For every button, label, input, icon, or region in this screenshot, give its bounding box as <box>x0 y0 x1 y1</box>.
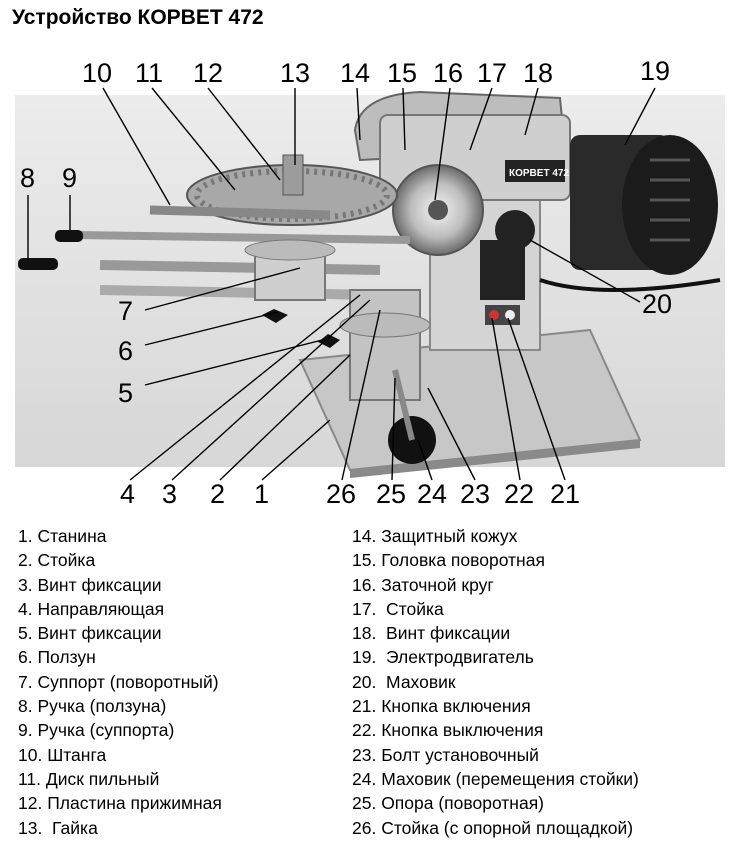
electric-motor <box>539 135 721 292</box>
callout-24: 24 <box>417 479 448 509</box>
legend-item: 24. Маховик (перемещения стойки) <box>352 768 639 789</box>
legend-item: 9. Ручка (суппорта) <box>18 720 175 741</box>
legend-item: 3. Винт фиксации <box>18 574 162 595</box>
legend-item: 26. Стойка (с опорной площадкой) <box>352 817 634 838</box>
callout-7: 7 <box>118 296 134 326</box>
callout-5: 5 <box>118 378 134 408</box>
callout-14: 14 <box>340 58 371 88</box>
legend-item: 22. Кнопка выключения <box>352 720 544 741</box>
legend-item: 25. Опора (поворотная) <box>352 793 545 814</box>
callout-16: 16 <box>433 58 464 88</box>
callout-11: 11 <box>135 58 164 88</box>
callout-3: 3 <box>162 479 178 509</box>
legend-item: 16. Заточной круг <box>352 574 494 595</box>
carriage <box>244 239 340 348</box>
legend-item: 13. Гайка <box>18 817 98 838</box>
legend-item: 6. Ползун <box>18 647 96 668</box>
callout-2: 2 <box>210 479 226 509</box>
rotary-support <box>339 289 436 464</box>
callout-15: 15 <box>387 58 418 88</box>
callout-9: 9 <box>62 163 78 193</box>
legend-item: 1. Станина <box>18 526 107 546</box>
callout-12: 12 <box>193 58 224 88</box>
legend-item: 10. Штанга <box>18 744 107 765</box>
callout-lines <box>27 87 656 481</box>
callout-18: 18 <box>523 58 554 88</box>
legend-item: 20. Маховик <box>352 671 456 692</box>
callout-8: 8 <box>20 163 36 193</box>
callout-1: 1 <box>254 479 270 509</box>
legend-item: 12. Пластина прижимная <box>18 793 222 814</box>
page-title: Устройство КОРВЕТ 472 <box>12 6 264 29</box>
machine-diagram: КОРВЕТ 472 <box>15 87 725 481</box>
legend-left: 1. Станина 2. Стойка 3. Винт фиксации 4.… <box>18 524 222 840</box>
callout-20: 20 <box>642 289 673 319</box>
legend-item: 7. Суппорт (поворотный) <box>18 671 219 692</box>
grinding-head: КОРВЕТ 472 <box>353 90 571 256</box>
callout-13: 13 <box>280 58 311 88</box>
legend-item: 21. Кнопка включения <box>352 696 531 717</box>
legend-item: 11. Диск пильный <box>18 768 160 789</box>
handwheel <box>495 210 535 250</box>
legend-item: 23. Болт установочный <box>352 744 539 765</box>
callout-17: 17 <box>477 58 508 88</box>
callout-26: 26 <box>326 479 357 509</box>
callout-23: 23 <box>460 479 491 509</box>
legend-item: 17. Стойка <box>352 598 444 619</box>
legend-right: 14. Защитный кожух 15. Головка поворотна… <box>352 524 639 840</box>
legend-item: 2. Стойка <box>18 550 96 571</box>
legend-item: 8. Ручка (ползуна) <box>18 696 167 717</box>
legend-item: 19. Электродвигатель <box>352 647 534 668</box>
machine-label: КОРВЕТ 472 <box>509 168 569 179</box>
callout-21: 21 <box>550 479 581 509</box>
callout-22: 22 <box>504 479 535 509</box>
callout-19: 19 <box>640 56 671 86</box>
legend-item: 5. Винт фиксации <box>18 623 162 644</box>
callout-25: 25 <box>376 479 407 509</box>
callout-6: 6 <box>118 336 134 366</box>
legend-item: 4. Направляющая <box>18 598 165 619</box>
legend-item: 14. Защитный кожух <box>352 526 518 546</box>
guide-rods <box>18 205 411 300</box>
callout-10: 10 <box>82 58 113 88</box>
callout-4: 4 <box>120 479 136 509</box>
legend-item: 18. Винт фиксации <box>352 623 511 644</box>
legend-item: 15. Головка поворотная <box>352 550 545 571</box>
